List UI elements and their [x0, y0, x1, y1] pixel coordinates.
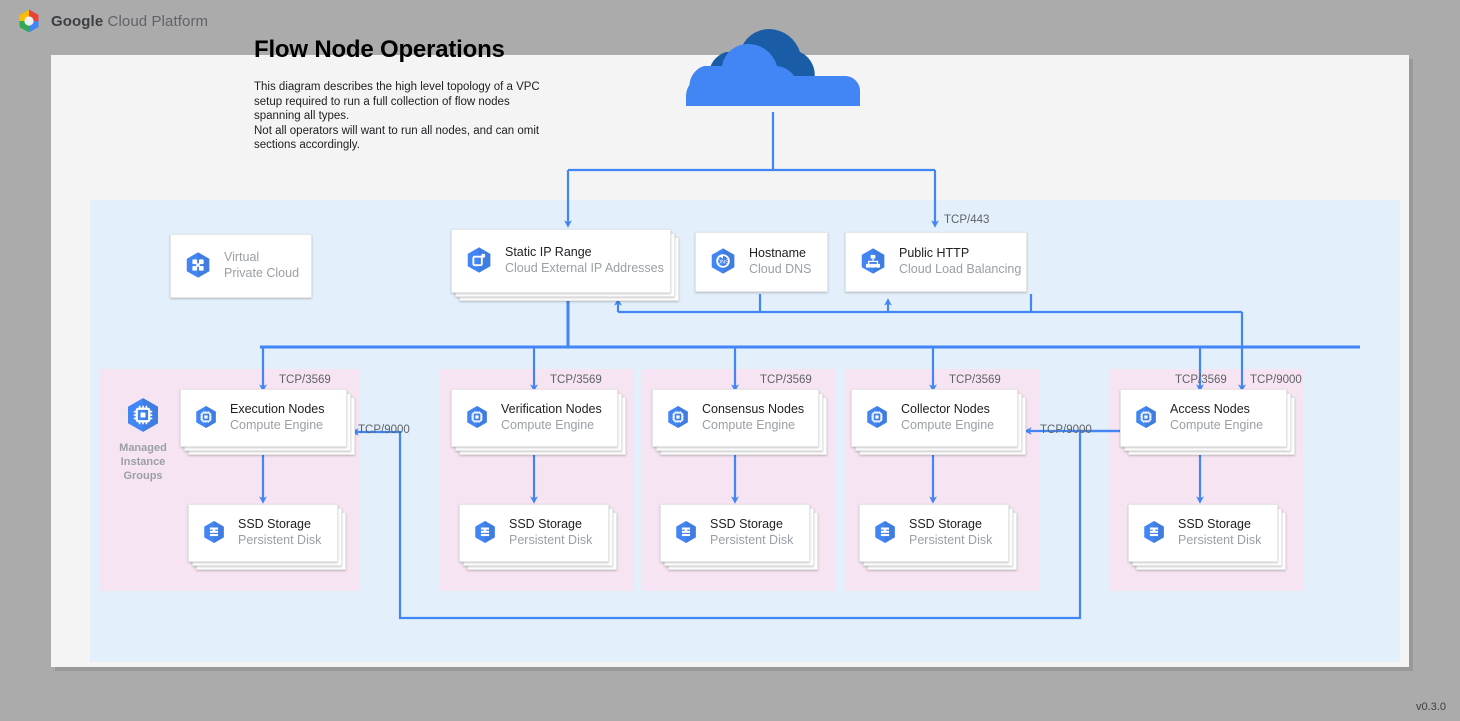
- brand-google: Google: [51, 13, 103, 30]
- mig-label: Managed Instance Groups: [112, 441, 174, 483]
- node-card-verification-nodes[interactable]: Verification Nodes Compute Engine: [451, 389, 616, 445]
- port-label-consensus-3569: TCP/3569: [760, 374, 812, 386]
- node-card-public-http[interactable]: Public HTTP Cloud Load Balancing: [845, 232, 1025, 290]
- port-label-collector-return-9000: TCP/9000: [1040, 424, 1092, 436]
- node-title: Collector Nodes: [901, 401, 994, 417]
- node-card-consensus-nodes[interactable]: Consensus Nodes Compute Engine: [652, 389, 817, 445]
- storage-title: SSD Storage: [238, 516, 321, 532]
- persistent-disk-icon: [201, 519, 227, 545]
- node-subtitle: Compute Engine: [230, 417, 325, 433]
- brand-cloud-platform: Cloud Platform: [103, 13, 208, 30]
- node-card-execution-nodes[interactable]: Execution Nodes Compute Engine: [180, 389, 345, 445]
- compute-engine-icon: [123, 395, 163, 435]
- port-label-exec-3569: TCP/3569: [279, 374, 331, 386]
- storage-title: SSD Storage: [1178, 516, 1261, 532]
- storage-subtitle: Persistent Disk: [509, 532, 592, 548]
- cloud-icon: [680, 18, 866, 114]
- brand-bar: Google Cloud Platform: [16, 8, 208, 34]
- persistent-disk-icon: [673, 519, 699, 545]
- node-card-static-ip-range[interactable]: Static IP Range Cloud External IP Addres…: [451, 229, 669, 291]
- storage-title: SSD Storage: [710, 516, 793, 532]
- compute-engine-icon: [464, 404, 490, 430]
- external-ip-icon: [464, 245, 494, 275]
- svg-text:DNS: DNS: [717, 259, 729, 265]
- cloud-dns-icon: DNS: [708, 246, 738, 276]
- compute-engine-icon: [665, 404, 691, 430]
- node-title: Execution Nodes: [230, 401, 325, 417]
- storage-subtitle: Persistent Disk: [1178, 532, 1261, 548]
- compute-engine-icon: [864, 404, 890, 430]
- compute-engine-icon: [193, 404, 219, 430]
- node-card-hostname[interactable]: DNS Hostname Cloud DNS: [695, 232, 826, 290]
- node-subtitle: Compute Engine: [702, 417, 804, 433]
- storage-title: SSD Storage: [509, 516, 592, 532]
- port-label-collector-3569: TCP/3569: [949, 374, 1001, 386]
- node-subtitle: Cloud External IP Addresses: [505, 260, 664, 276]
- diagram-description: This diagram describes the high level to…: [254, 80, 544, 153]
- node-title: Access Nodes: [1170, 401, 1263, 417]
- storage-card-consensus[interactable]: SSD Storage Persistent Disk: [660, 504, 808, 560]
- storage-card-collector[interactable]: SSD Storage Persistent Disk: [859, 504, 1007, 560]
- node-subtitle: Cloud Load Balancing: [899, 261, 1021, 277]
- node-card-access-nodes[interactable]: Access Nodes Compute Engine: [1120, 389, 1285, 445]
- port-label-verif-3569: TCP/3569: [550, 374, 602, 386]
- port-label-exec-return-9000: TCP/9000: [358, 424, 410, 436]
- page-title: Flow Node Operations: [254, 36, 505, 64]
- storage-subtitle: Persistent Disk: [909, 532, 992, 548]
- node-title: Hostname: [749, 245, 812, 261]
- node-title: Virtual: [224, 249, 299, 265]
- node-subtitle: Cloud DNS: [749, 261, 812, 277]
- node-title: Verification Nodes: [501, 401, 602, 417]
- node-title: Public HTTP: [899, 245, 1021, 261]
- node-card-virtual-private-cloud[interactable]: Virtual Private Cloud: [170, 234, 310, 296]
- version-label: v0.3.0: [1416, 701, 1446, 713]
- node-subtitle: Private Cloud: [224, 265, 299, 281]
- storage-subtitle: Persistent Disk: [238, 532, 321, 548]
- node-subtitle: Compute Engine: [1170, 417, 1263, 433]
- storage-card-verification[interactable]: SSD Storage Persistent Disk: [459, 504, 607, 560]
- storage-subtitle: Persistent Disk: [710, 532, 793, 548]
- google-cloud-hexagon-logo-icon: [16, 8, 42, 34]
- node-card-collector-nodes[interactable]: Collector Nodes Compute Engine: [851, 389, 1016, 445]
- vpc-icon: [183, 250, 213, 280]
- managed-instance-groups: Managed Instance Groups: [112, 395, 174, 483]
- node-subtitle: Compute Engine: [501, 417, 602, 433]
- compute-engine-icon: [1133, 404, 1159, 430]
- port-label-access-3569: TCP/3569: [1175, 374, 1227, 386]
- port-label-tcp443: TCP/443: [944, 214, 989, 226]
- persistent-disk-icon: [472, 519, 498, 545]
- storage-title: SSD Storage: [909, 516, 992, 532]
- node-subtitle: Compute Engine: [901, 417, 994, 433]
- storage-card-access[interactable]: SSD Storage Persistent Disk: [1128, 504, 1276, 560]
- persistent-disk-icon: [872, 519, 898, 545]
- storage-card-execution[interactable]: SSD Storage Persistent Disk: [188, 504, 336, 560]
- node-title: Consensus Nodes: [702, 401, 804, 417]
- node-title: Static IP Range: [505, 244, 664, 260]
- persistent-disk-icon: [1141, 519, 1167, 545]
- port-label-access-9000: TCP/9000: [1250, 374, 1302, 386]
- brand-title: Google Cloud Platform: [51, 13, 208, 30]
- load-balancing-icon: [858, 246, 888, 276]
